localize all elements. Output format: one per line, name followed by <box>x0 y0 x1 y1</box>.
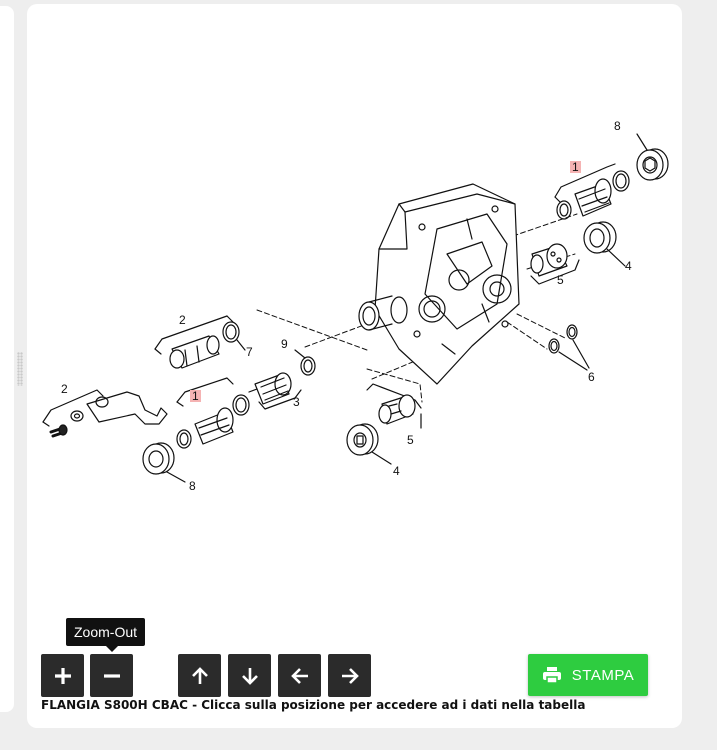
callout-3[interactable]: 3 <box>293 395 300 409</box>
resize-handle[interactable] <box>17 352 23 386</box>
callout-4-bottom[interactable]: 4 <box>393 464 400 478</box>
callout-8-top[interactable]: 8 <box>614 119 621 133</box>
printer-icon <box>542 667 561 684</box>
arrow-left-icon <box>290 667 308 684</box>
callout-6[interactable]: 6 <box>588 370 595 384</box>
drawing-caption: FLANGIA S800H CBAC - Clicca sulla posizi… <box>41 698 586 712</box>
callout-4-right[interactable]: 4 <box>625 259 632 273</box>
zoom-out-tooltip: Zoom-Out <box>66 618 146 652</box>
pan-right-button[interactable] <box>328 654 371 697</box>
pan-left-button[interactable] <box>278 654 321 697</box>
plus-icon <box>54 667 71 684</box>
side-panel <box>0 6 14 712</box>
callout-9[interactable]: 9 <box>281 337 288 351</box>
flange-body <box>374 183 520 385</box>
callout-1-bottom[interactable]: 1 <box>190 389 201 403</box>
arrow-right-icon <box>341 667 359 684</box>
print-button[interactable]: STAMPA <box>528 654 648 696</box>
callout-7[interactable]: 7 <box>246 345 253 359</box>
minus-icon <box>103 673 120 678</box>
callout-1-top[interactable]: 1 <box>570 160 581 174</box>
callout-2-mid[interactable]: 2 <box>179 313 186 327</box>
arrow-down-icon <box>241 667 258 685</box>
callout-8-bottom[interactable]: 8 <box>189 479 196 493</box>
callout-5-bottom[interactable]: 5 <box>407 433 414 447</box>
print-label: STAMPA <box>571 666 635 684</box>
arrow-up-icon <box>191 666 208 684</box>
callout-2-left[interactable]: 2 <box>61 382 68 396</box>
exploded-drawing: 1 8 4 5 6 2 7 9 3 2 1 8 5 4 <box>27 4 682 604</box>
pan-up-button[interactable] <box>178 654 221 697</box>
zoom-out-button[interactable] <box>90 654 133 697</box>
pan-down-button[interactable] <box>228 654 271 697</box>
zoom-in-button[interactable] <box>41 654 84 697</box>
drawing-card: 1 8 4 5 6 2 7 9 3 2 1 8 5 4 Zoom-Out <box>27 4 682 728</box>
callout-5-right[interactable]: 5 <box>557 273 564 287</box>
exploded-diagram <box>42 133 669 483</box>
